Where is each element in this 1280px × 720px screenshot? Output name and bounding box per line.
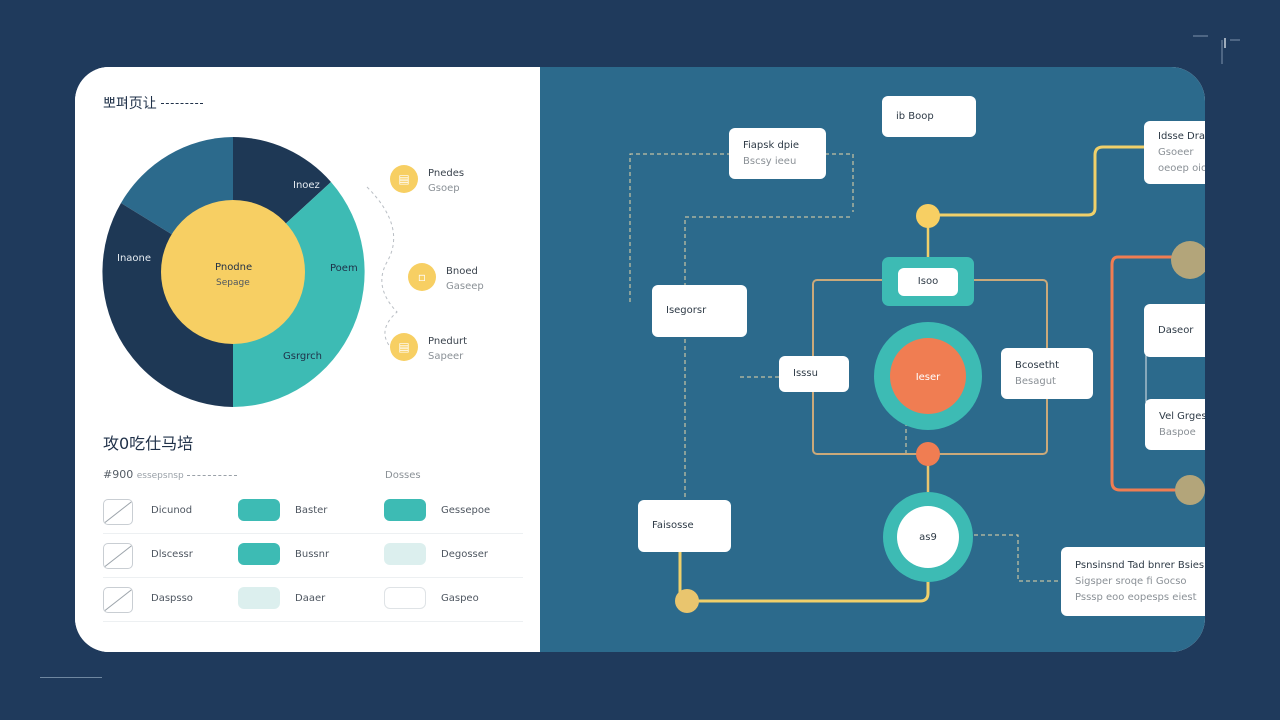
node-center-top[interactable]: Isoo	[898, 268, 958, 296]
pie-chart: Inoez Inaone Poem Gsrgrch Pnodne Sepage	[102, 137, 402, 407]
status-pill	[384, 587, 426, 609]
node-left-inner[interactable]: Isssu	[779, 356, 849, 392]
legend-item-2: Bnoed Gaseep	[446, 266, 484, 292]
status-pill	[238, 543, 280, 565]
pie-label-3: Poem	[330, 263, 358, 274]
document-icon: ▤	[390, 333, 418, 361]
diagram-connectors: Ieser as9	[629, 145, 1205, 613]
junction-dot	[916, 204, 940, 228]
bracket-dot	[1171, 241, 1205, 279]
node-top-center[interactable]: ib Boop	[882, 96, 976, 137]
legend-connector	[366, 186, 402, 358]
panel-title: 뽀펴页让	[103, 93, 203, 113]
pie-label-1: Inoez	[293, 180, 320, 191]
status-pill	[384, 499, 426, 521]
node-bottom-right[interactable]: Psnsinsnd Tad bnrer Bsiesr Sigsper sroqe…	[1061, 547, 1205, 616]
legend-item-1: Pnedes Gsoep	[428, 168, 465, 194]
table-header: #900 essepsnsp	[103, 468, 238, 481]
table-title: 攻0吃仕马培	[103, 434, 194, 453]
node-top-right[interactable]: Idsse Draee Gsoeer oeoep oiop	[1144, 121, 1205, 184]
node-right-inner[interactable]: Bcosetht Besagut	[1001, 348, 1093, 399]
dashed-connector	[960, 534, 1062, 582]
table-row: Daspsso Daaer Gaspeo	[103, 583, 523, 622]
document-icon: ▤	[390, 165, 418, 193]
table-row: Dlscessr Bussnr Degosser	[103, 539, 523, 578]
bottom-circle-label: as9	[919, 532, 937, 543]
diagram-panel: Ieser as9 ib Boop Fiapsk dpie Bscsy ieeu…	[540, 67, 1205, 652]
table-row: Dicunod Baster Gessepoe	[103, 495, 523, 534]
node-right-a[interactable]: Daseor	[1144, 304, 1205, 357]
node-top-left[interactable]: Fiapsk dpie Bscsy ieeu	[729, 128, 826, 179]
message-icon: ▫	[408, 263, 436, 291]
bottom-circle	[897, 506, 959, 568]
pie-label-4: Gsrgrch	[283, 351, 322, 362]
footer-line	[40, 677, 102, 678]
status-pill	[238, 499, 280, 521]
table-header-right: Dosses	[385, 470, 421, 481]
node-bottom-left[interactable]: Faisosse	[638, 500, 731, 552]
core-label: Ieser	[916, 372, 941, 383]
pie-center-label-1: Pnodne	[215, 262, 252, 273]
checkbox[interactable]	[103, 499, 133, 525]
node-right-b[interactable]: Vel Grgest Baspoe	[1145, 399, 1205, 450]
status-pill	[384, 543, 426, 565]
pie-center-disc	[161, 200, 305, 344]
core-circle	[890, 338, 966, 414]
checkbox[interactable]	[103, 587, 133, 613]
dashed-connector	[684, 216, 853, 525]
pie-label-2: Inaone	[117, 253, 151, 264]
pie-center-label-2: Sepage	[216, 278, 250, 288]
bracket-dot	[1175, 475, 1205, 505]
corner-decoration	[1193, 35, 1240, 64]
node-left-mid[interactable]: Isegorsr	[652, 285, 747, 337]
checkbox[interactable]	[103, 543, 133, 569]
main-card: 뽀펴页让 Inoez Inaone Poem Gsrgrch Pnodne Se…	[75, 67, 1205, 652]
left-panel: 뽀펴页让 Inoez Inaone Poem Gsrgrch Pnodne Se…	[75, 67, 540, 652]
connector	[678, 535, 930, 603]
connector	[928, 145, 1145, 217]
junction-dot	[916, 442, 940, 466]
status-pill	[238, 587, 280, 609]
junction-dot	[675, 589, 699, 613]
coral-bracket	[1110, 255, 1188, 492]
legend-item-3: Pnedurt Sapeer	[428, 336, 468, 362]
